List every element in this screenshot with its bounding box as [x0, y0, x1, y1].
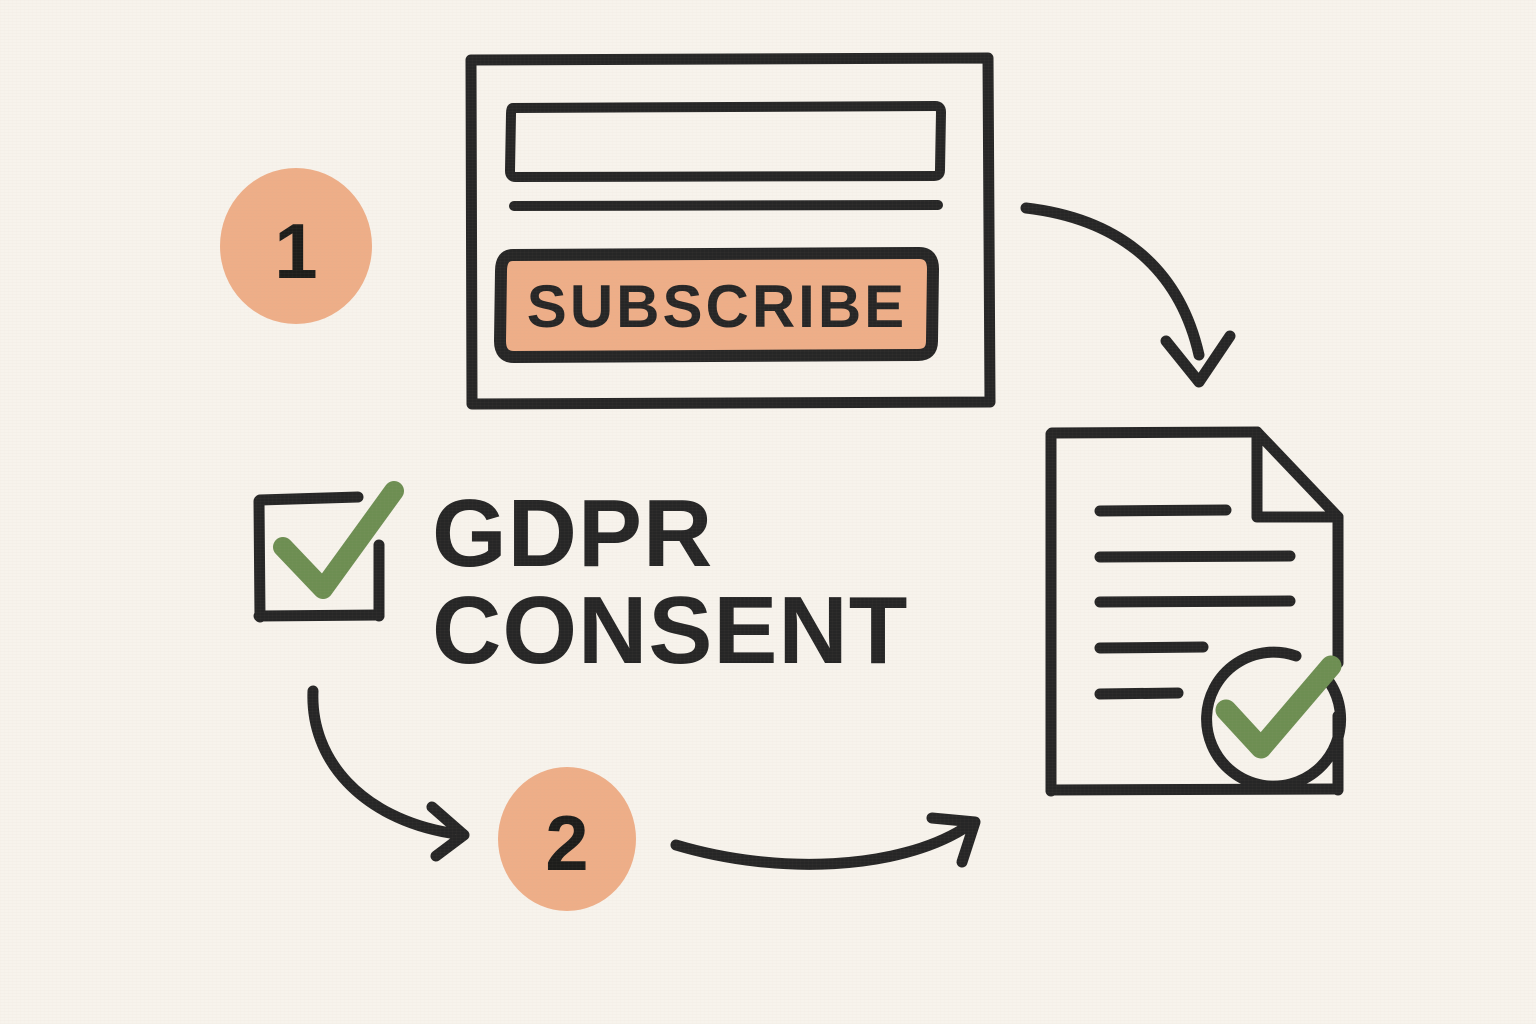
consent-record-document[interactable]: [1045, 426, 1347, 797]
checkbox-bottom-edge: [253, 609, 385, 622]
document-text-line: [1094, 687, 1184, 700]
gdpr-label-line2: CONSENT: [432, 577, 908, 684]
arrow-step-two-to-document-shaft: [670, 823, 969, 870]
gdpr-checkbox[interactable]: [253, 481, 404, 623]
gdpr-label-line1: GDPR: [432, 480, 713, 587]
document-text-line: [1094, 641, 1209, 654]
verified-check-badge: [1201, 646, 1347, 792]
signup-form-card[interactable]: SUBSCRIBE: [465, 52, 996, 410]
form-divider-line: [509, 200, 943, 211]
step-one-number: 1: [274, 207, 317, 295]
arrow-step-two-to-document: [670, 812, 981, 870]
verified-badge-check-icon: [1215, 655, 1342, 759]
document-text-line: [1094, 504, 1232, 517]
arrow-step-two-to-document-head: [926, 812, 981, 868]
subscribe-button[interactable]: SUBSCRIBE: [494, 247, 939, 363]
checkbox-check-icon: [273, 481, 404, 599]
document-text-line: [1094, 595, 1296, 608]
document-text-line: [1094, 550, 1296, 563]
document-bottom-edge: [1045, 783, 1344, 796]
subscribe-button-label: SUBSCRIBE: [527, 273, 907, 340]
arrow-form-to-document: [1020, 202, 1236, 388]
arrow-form-to-document-head: [1160, 330, 1236, 388]
step-two-number: 2: [545, 799, 588, 887]
document-top-edge: [1046, 426, 1263, 439]
subscribe-button-fill: [500, 253, 933, 357]
arrow-consent-to-step-two-head: [426, 801, 470, 862]
step-one-badge: 1: [220, 168, 372, 324]
arrow-consent-to-step-two-shaft: [307, 685, 456, 839]
email-input[interactable]: [505, 101, 946, 182]
step-two-badge: 2: [498, 767, 636, 911]
form-card-outline: [465, 52, 996, 410]
arrow-consent-to-step-two: [307, 685, 470, 862]
subscribe-button-border: [494, 247, 939, 363]
checkbox-left-edge: [253, 495, 266, 623]
gdpr-consent-label: GDPR CONSENT: [432, 480, 908, 684]
step-two-circle: [498, 767, 636, 911]
checkbox-top-edge: [254, 491, 364, 506]
verified-badge-circle: [1201, 646, 1347, 792]
document-corner-fold-icon: [1251, 426, 1344, 523]
step-one-circle: [220, 168, 372, 324]
arrow-form-to-document-shaft: [1020, 202, 1205, 361]
